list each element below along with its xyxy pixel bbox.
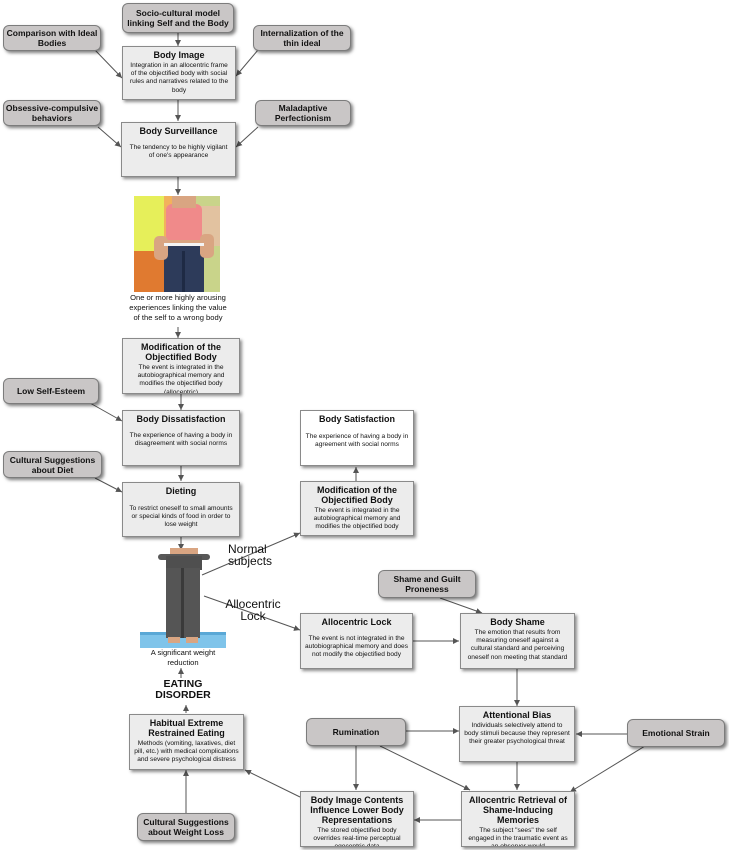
allocentric-lock-desc: The event is not integrated in the autob…: [305, 635, 408, 659]
woman-loose-pants-photo: [140, 548, 226, 648]
obsessive-compulsive-text: Obsessive-compulsive behaviors: [5, 103, 99, 123]
woman-measuring-waist-photo: [134, 196, 220, 292]
arrow-perfectionism-to-surveillance: [235, 126, 259, 148]
body-image-node: Body Image Integration in an allocentric…: [122, 46, 236, 100]
body-shame-node: Body Shame The emotion that results from…: [460, 613, 575, 669]
woman-photo-illustration: [134, 196, 220, 292]
body-image-title: Body Image: [153, 50, 205, 60]
socio-cultural-model-node: Socio-cultural model linking Self and th…: [122, 3, 234, 33]
shame-guilt-proneness-text: Shame and Guilt Proneness: [393, 574, 461, 594]
arrow-cultural-diet-to-dieting: [94, 477, 123, 493]
body-surveillance-title: Body Surveillance: [139, 126, 218, 136]
weight-reduction-caption: A significant weight reduction: [150, 648, 216, 667]
arrow-comparison-to-body-image: [94, 49, 123, 79]
arrow-obsessive-to-surveillance: [97, 126, 122, 148]
arrow-normal-subjects-to-modification: [201, 532, 301, 576]
allocentric-lock-label: Allocentric Lock: [225, 598, 281, 623]
habitual-restrained-eating-node: Habitual Extreme Restrained Eating Metho…: [129, 714, 244, 770]
cultural-suggestions-weight-loss-text: Cultural Suggestions about Weight Loss: [143, 817, 229, 837]
attentional-bias-title: Attentional Bias: [482, 710, 552, 720]
body-image-contents-title: Body Image Contents Influence Lower Body…: [310, 795, 404, 825]
modification-objectified-body-title: Modification of the Objectified Body: [141, 342, 221, 362]
internalization-thin-ideal-node: Internalization of the thin ideal: [253, 25, 351, 51]
obsessive-compulsive-node: Obsessive-compulsive behaviors: [3, 100, 101, 126]
dieting-desc: To restrict oneself to small amounts or …: [129, 505, 233, 529]
body-shame-title: Body Shame: [490, 617, 545, 627]
body-satisfaction-desc: The experience of having a body in agree…: [305, 433, 409, 449]
body-image-contents-desc: The stored objectified body overrides re…: [313, 827, 401, 847]
habitual-restrained-eating-title: Habitual Extreme Restrained Eating: [148, 718, 225, 738]
body-dissatisfaction-node: Body Dissatisfaction The experience of h…: [122, 410, 240, 466]
socio-cultural-model-text: Socio-cultural model linking Self and th…: [127, 8, 229, 28]
body-surveillance-node: Body Surveillance The tendency to be hig…: [121, 122, 236, 177]
modification-objectified-body-desc: The event is integrated in the autobiogr…: [137, 364, 225, 394]
cultural-suggestions-diet-text: Cultural Suggestions about Diet: [9, 454, 96, 475]
comparison-ideal-bodies-text: Comparison with Ideal Bodies: [6, 28, 98, 48]
rumination-text: Rumination: [332, 727, 380, 737]
cultural-suggestions-weight-loss-node: Cultural Suggestions about Weight Loss: [137, 813, 235, 841]
allocentric-lock-node: Allocentric Lock The event is not integr…: [300, 613, 413, 669]
emotional-strain-node: Emotional Strain: [627, 719, 725, 747]
modification-objectified-body-node: Modification of the Objectified Body The…: [122, 338, 240, 394]
eating-disorder-label: EATING DISORDER: [155, 679, 211, 701]
arousing-experiences-caption: One or more highly arousing experiences …: [129, 293, 227, 322]
emotional-strain-text: Emotional Strain: [642, 728, 710, 738]
attentional-bias-desc: Individuals selectively attend to body s…: [464, 722, 570, 746]
body-satisfaction-title: Body Satisfaction: [318, 414, 395, 424]
allocentric-lock-title: Allocentric Lock: [321, 617, 392, 627]
arrow-emotional-to-retrieval: [569, 745, 646, 793]
shame-guilt-proneness-node: Shame and Guilt Proneness: [378, 570, 476, 598]
body-image-contents-node: Body Image Contents Influence Lower Body…: [300, 791, 414, 847]
arrow-contents-to-habitual: [244, 769, 301, 798]
habitual-restrained-eating-desc: Methods (vomiting, laxatives, diet pill,…: [134, 740, 239, 764]
body-satisfaction-node: Body Satisfaction The experience of havi…: [300, 410, 414, 466]
dieting-node: Dieting To restrict oneself to small amo…: [122, 482, 240, 537]
rumination-node: Rumination: [306, 718, 406, 746]
body-dissatisfaction-title: Body Dissatisfaction: [136, 414, 226, 424]
arrow-allocentric-label-to-lock: [203, 595, 301, 631]
attentional-bias-node: Attentional Bias Individuals selectively…: [459, 706, 575, 762]
allocentric-retrieval-node: Allocentric Retrieval of Shame-Inducing …: [461, 791, 575, 847]
arrow-rumination-to-retrieval: [379, 745, 471, 791]
maladaptive-perfectionism-text: Maladaptive Perfectionism: [274, 103, 332, 123]
allocentric-retrieval-desc: The subject "sees" the self engaged in t…: [468, 827, 568, 847]
arrow-self-esteem-to-dissatisfaction: [89, 402, 123, 422]
dieting-title: Dieting: [165, 486, 197, 496]
body-shame-desc: The emotion that results from measuring …: [467, 629, 568, 661]
low-self-esteem-node: Low Self-Esteem: [3, 378, 99, 404]
body-image-desc: Integration in an allocentric frame of t…: [129, 62, 229, 94]
maladaptive-perfectionism-node: Maladaptive Perfectionism: [255, 100, 351, 126]
internalization-thin-ideal-text: Internalization of the thin ideal: [260, 28, 344, 48]
arrow-internalization-to-body-image: [235, 49, 259, 77]
loose-pants-illustration: [140, 548, 226, 648]
cultural-suggestions-diet-node: Cultural Suggestions about Diet: [3, 451, 102, 478]
normal-subjects-label: Normal subjects: [228, 543, 273, 568]
body-dissatisfaction-desc: The experience of having a body in disag…: [129, 432, 233, 448]
allocentric-retrieval-title: Allocentric Retrieval of Shame-Inducing …: [468, 795, 568, 825]
modification-objectified-body-2-desc: The event is integrated in the autobiogr…: [313, 507, 401, 531]
modification-objectified-body-2-title: Modification of the Objectified Body: [317, 485, 397, 505]
comparison-ideal-bodies-node: Comparison with Ideal Bodies: [3, 25, 101, 51]
low-self-esteem-text: Low Self-Esteem: [16, 386, 86, 396]
arrow-shame-guilt-to-body-shame: [439, 597, 483, 614]
body-surveillance-desc: The tendency to be highly vigilant of on…: [129, 144, 228, 160]
modification-objectified-body-2-node: Modification of the Objectified Body The…: [300, 481, 414, 536]
